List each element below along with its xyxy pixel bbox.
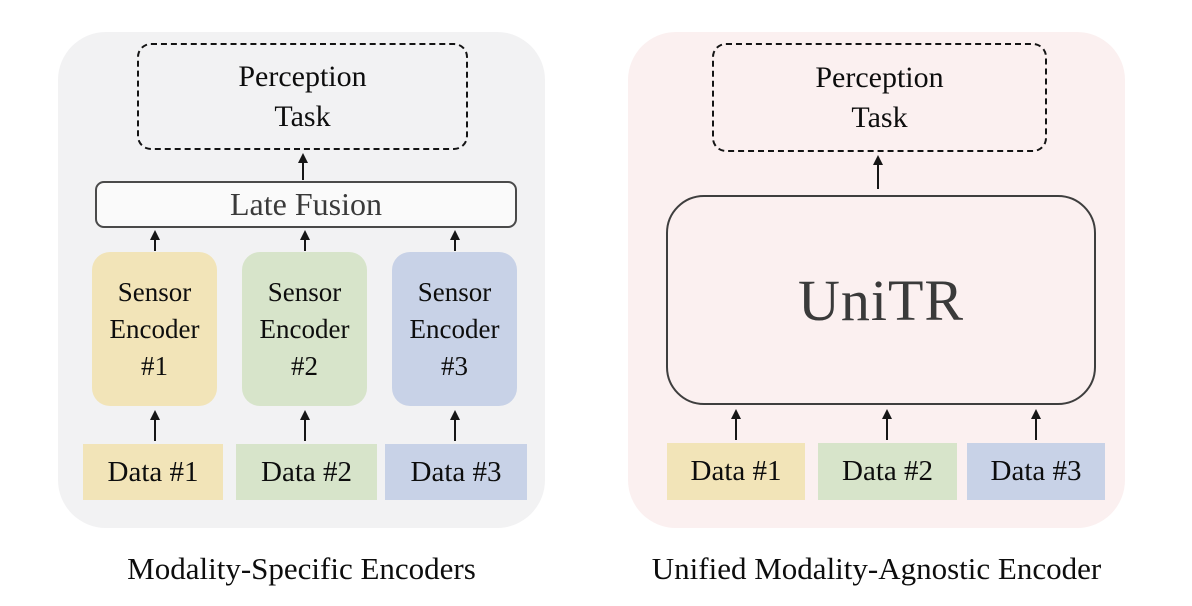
arrow-unitr-to-task <box>872 155 884 189</box>
right-panel-caption: Unified Modality-Agnostic Encoder <box>628 549 1125 589</box>
data-3-box-left: Data #3 <box>385 444 527 500</box>
left-panel-caption: Modality-Specific Encoders <box>58 549 545 589</box>
sensor-encoder-1-box: Sensor Encoder #1 <box>92 252 217 406</box>
arrow-data2-to-unitr <box>881 409 893 440</box>
encoder-label-line: Encoder <box>109 313 200 344</box>
arrow-shaft <box>734 419 738 440</box>
data-box-label: Data #2 <box>261 455 352 488</box>
data-box-label: Data #1 <box>690 455 782 487</box>
arrow-head-icon <box>450 230 460 240</box>
encoder-label-line: Sensor <box>117 276 192 307</box>
encoder-label-line: Encoder <box>259 313 350 344</box>
arrow-head-icon <box>300 410 310 420</box>
data-box-label: Data #3 <box>990 455 1082 487</box>
arrow-shaft <box>453 240 457 251</box>
data-box-label: Data #3 <box>410 455 502 488</box>
arrow-shaft <box>153 240 157 251</box>
arrow-encoder3-to-fusion <box>449 230 461 251</box>
unitr-label: UniTR <box>797 267 965 333</box>
perception-task-box-left: Perception Task <box>137 43 468 150</box>
perception-task-line1: Perception <box>815 60 944 94</box>
arrow-encoder2-to-fusion <box>299 230 311 251</box>
data-box-label: Data #1 <box>107 455 199 488</box>
perception-task-box-right: Perception Task <box>712 43 1047 152</box>
arrow-head-icon <box>882 409 892 419</box>
encoder-label-line: Encoder <box>409 313 500 344</box>
encoder-label-line: Sensor <box>267 276 342 307</box>
arrow-head-icon <box>873 155 883 165</box>
perception-task-line2: Task <box>274 99 331 133</box>
perception-task-line1: Perception <box>238 59 367 93</box>
arrow-head-icon <box>150 410 160 420</box>
arrow-data2-to-encoder2 <box>299 410 311 441</box>
late-fusion-label: Late Fusion <box>230 186 382 222</box>
sensor-encoder-3-box: Sensor Encoder #3 <box>392 252 517 406</box>
caption-text: Unified Modality-Agnostic Encoder <box>651 551 1102 586</box>
arrow-shaft <box>453 420 457 441</box>
arrow-shaft <box>303 420 307 441</box>
arrow-shaft <box>303 240 307 251</box>
arrow-shaft <box>1034 419 1038 440</box>
arrow-shaft <box>301 163 305 180</box>
arrow-head-icon <box>298 153 308 163</box>
caption-text: Modality-Specific Encoders <box>127 551 476 586</box>
arrow-head-icon <box>1031 409 1041 419</box>
data-1-box-left: Data #1 <box>83 444 223 500</box>
arrow-head-icon <box>731 409 741 419</box>
data-box-label: Data #2 <box>842 455 933 487</box>
unitr-box: UniTR <box>666 195 1096 405</box>
arrow-data1-to-unitr <box>730 409 742 440</box>
late-fusion-box: Late Fusion <box>95 181 517 228</box>
arrow-shaft <box>876 165 880 189</box>
data-2-box-left: Data #2 <box>236 444 377 500</box>
arrow-fusion-to-task <box>297 153 309 180</box>
arrow-data3-to-unitr <box>1030 409 1042 440</box>
encoder-label-line: #2 <box>291 350 318 381</box>
arrow-data1-to-encoder1 <box>149 410 161 441</box>
data-2-box-right: Data #2 <box>818 443 957 500</box>
encoder-label-line: #3 <box>441 350 468 381</box>
arrow-head-icon <box>150 230 160 240</box>
perception-task-line2: Task <box>851 100 908 134</box>
encoder-label-line: #1 <box>141 350 168 381</box>
data-1-box-right: Data #1 <box>667 443 805 500</box>
arrow-shaft <box>885 419 889 440</box>
arrow-shaft <box>153 420 157 441</box>
data-3-box-right: Data #3 <box>967 443 1105 500</box>
arrow-head-icon <box>300 230 310 240</box>
encoder-label-line: Sensor <box>417 276 492 307</box>
sensor-encoder-2-box: Sensor Encoder #2 <box>242 252 367 406</box>
arrow-encoder1-to-fusion <box>149 230 161 251</box>
arrow-data3-to-encoder3 <box>449 410 461 441</box>
arrow-head-icon <box>450 410 460 420</box>
